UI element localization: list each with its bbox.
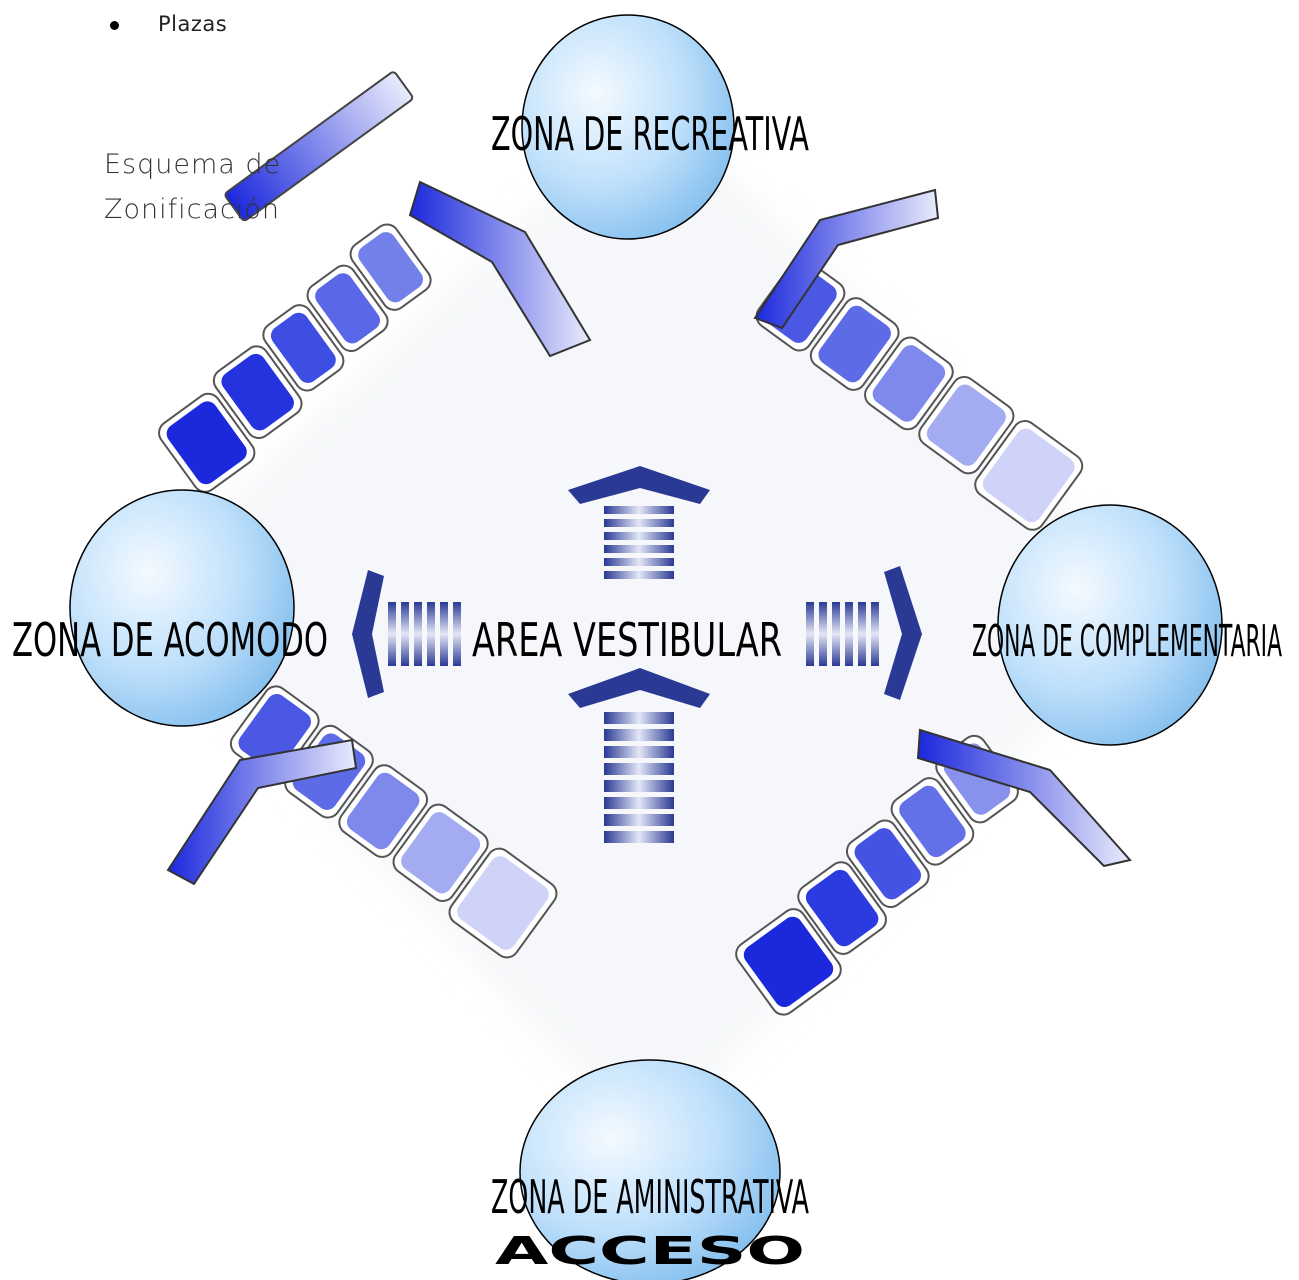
arrow-segment bbox=[604, 532, 674, 540]
arrow-segment bbox=[427, 602, 435, 666]
zone-label-top: ZONA DE RECREATIVA bbox=[491, 107, 809, 161]
arrow-segment bbox=[604, 797, 674, 809]
arrow-stack bbox=[388, 602, 461, 666]
arrow-segment bbox=[604, 571, 674, 579]
arrow-up-top bbox=[568, 466, 710, 579]
arrow-segment bbox=[819, 602, 827, 666]
arrow-right bbox=[806, 566, 922, 700]
arrow-segment bbox=[453, 602, 461, 666]
arrow-segment bbox=[414, 602, 422, 666]
arrow-segment bbox=[604, 519, 674, 527]
arrow-segment bbox=[604, 814, 674, 826]
zone-label-bottom: ZONA DE AMINISTRATIVA bbox=[491, 1170, 809, 1224]
arrow-stack bbox=[604, 712, 674, 843]
arrow-segment bbox=[832, 602, 840, 666]
corridor-block bbox=[166, 738, 358, 886]
arrow-segment bbox=[604, 712, 674, 724]
arrow-segment bbox=[604, 729, 674, 741]
zone-label-left: ZONA DE ACOMODO bbox=[12, 613, 328, 667]
arrow-segment bbox=[401, 602, 409, 666]
cluster-bottom-right bbox=[735, 734, 1019, 1016]
arrow-segment bbox=[604, 506, 674, 514]
corridor-block bbox=[916, 728, 1132, 868]
arrow-segment bbox=[604, 545, 674, 553]
arrow-left bbox=[352, 570, 461, 698]
scheme-title-line2: Zonificación bbox=[104, 194, 281, 225]
arrow-segment bbox=[604, 780, 674, 792]
arrow-segment bbox=[604, 831, 674, 843]
arrow-segment bbox=[871, 602, 879, 666]
arrow-segment bbox=[440, 602, 448, 666]
arrow-segment bbox=[845, 602, 853, 666]
arrow-stack bbox=[604, 506, 674, 579]
bullet-dot-icon bbox=[110, 21, 119, 30]
arrow-segment bbox=[858, 602, 866, 666]
arrow-segment bbox=[806, 602, 814, 666]
arrow-segment bbox=[604, 746, 674, 758]
arrow-segment bbox=[604, 558, 674, 566]
corridor-block bbox=[753, 188, 940, 330]
zone-circle-right bbox=[997, 504, 1223, 746]
center-label: AREA VESTIBULAR bbox=[472, 613, 782, 667]
arrow-up-bottom bbox=[568, 668, 710, 843]
arrow-segment bbox=[604, 763, 674, 775]
cluster-top-right bbox=[755, 257, 1084, 531]
zone-circle-left bbox=[69, 489, 295, 727]
block-clusters bbox=[158, 71, 1132, 1016]
arrow-stack bbox=[806, 602, 879, 666]
scheme-title: Esquema de Zonificación bbox=[104, 142, 344, 232]
zone-circle-bottom bbox=[519, 1059, 781, 1280]
cluster-top-left bbox=[158, 71, 432, 493]
access-label: ACCESO bbox=[495, 1229, 805, 1273]
scheme-title-line1: Esquema de bbox=[104, 149, 282, 180]
arrow-segment bbox=[388, 602, 396, 666]
corridor-block bbox=[224, 71, 414, 222]
zone-circle-top bbox=[521, 14, 735, 240]
bullet-text: Plazas bbox=[158, 12, 228, 36]
corridor-block bbox=[408, 180, 592, 358]
zone-label-right: ZONA DE COMPLEMENTARIA bbox=[972, 616, 1282, 667]
